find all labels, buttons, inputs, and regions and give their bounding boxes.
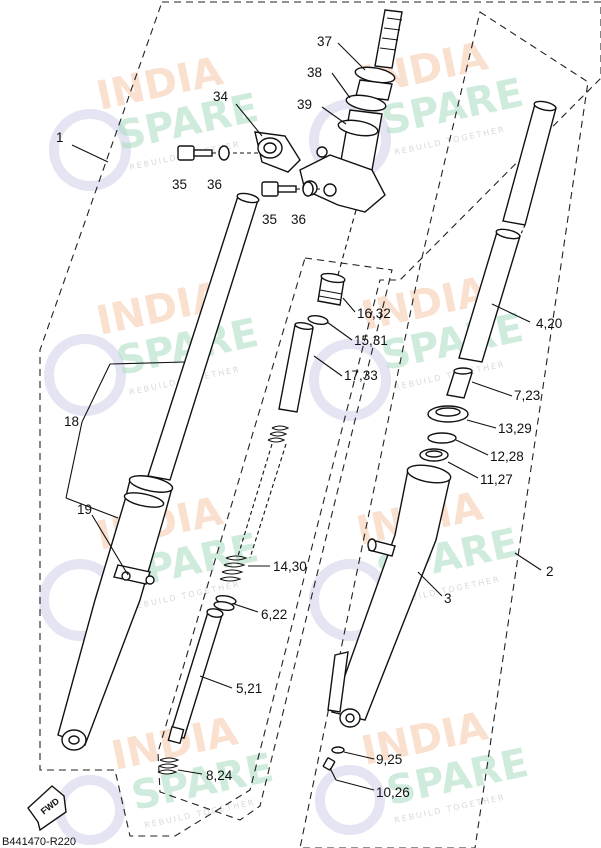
steering-stem xyxy=(254,9,403,276)
callout-35-lower: 35 xyxy=(262,212,277,227)
bolt-35-lower xyxy=(261,181,320,197)
fork-spring-upper xyxy=(237,425,290,559)
gasket-9 xyxy=(331,746,345,754)
bushing-7 xyxy=(446,367,473,399)
callout-10-26: 10,26 xyxy=(376,785,410,800)
watermark-logo-icon xyxy=(49,109,131,191)
outer-tube-3 xyxy=(327,464,452,728)
callout-37: 37 xyxy=(317,34,332,49)
callout-36-upper: 36 xyxy=(207,177,222,192)
callout-9-25: 9,25 xyxy=(376,752,402,767)
rebound-spring-8 xyxy=(157,757,180,775)
callout-8-24: 8,24 xyxy=(206,768,233,783)
watermark-1: INDIA SPARE REBUILD TOGETHER xyxy=(49,48,262,191)
piston-ring-6 xyxy=(213,594,237,612)
damper-rod-5 xyxy=(167,608,224,745)
callout-18: 18 xyxy=(64,414,79,429)
oil-seal-13 xyxy=(427,405,469,423)
callout-34: 34 xyxy=(213,89,229,104)
watermark-logo-icon xyxy=(309,339,391,421)
callout-35-upper: 35 xyxy=(172,177,187,192)
watermark-logo-icon xyxy=(315,765,385,835)
callout-38: 38 xyxy=(307,65,322,80)
callout-11-27: 11,27 xyxy=(480,472,513,487)
assembly-boundary-inner xyxy=(157,257,393,821)
fwd-arrow-icon xyxy=(27,785,67,832)
callout-2: 2 xyxy=(546,564,554,579)
clip-12 xyxy=(427,432,457,444)
left-outer-tube xyxy=(57,475,174,751)
callout-1: 1 xyxy=(56,130,64,145)
callout-14-30: 14,30 xyxy=(273,559,307,574)
left-inner-tube xyxy=(147,192,260,481)
callout-13-29: 13,29 xyxy=(498,421,532,436)
fwd-direction-badge: FWD xyxy=(27,785,67,832)
bolt-35-upper xyxy=(177,145,258,161)
callout-12-28: 12,28 xyxy=(490,449,524,464)
callout-36-lower: 36 xyxy=(291,212,306,227)
diagram-code: B441470-R220 xyxy=(2,836,76,848)
callout-7-23: 7,23 xyxy=(514,388,540,403)
callout-16-32: 16,32 xyxy=(357,306,391,321)
watermark-3: INDIA SPARE REBUILD TOGETHER xyxy=(44,273,262,416)
washer-11 xyxy=(419,448,449,462)
fork-spring-14 xyxy=(219,555,248,582)
callout-6-22: 6,22 xyxy=(261,607,287,622)
spacer-17 xyxy=(278,321,314,413)
callout-5-21: 5,21 xyxy=(236,681,262,696)
bolt-10 xyxy=(322,757,337,781)
callout-15-31: 15,31 xyxy=(354,333,388,348)
callout-3: 3 xyxy=(444,591,452,606)
callout-17-33: 17,33 xyxy=(344,368,378,383)
cap-bolt-16 xyxy=(317,272,346,306)
watermark-logo-icon xyxy=(55,775,125,845)
callout-4-20: 4,20 xyxy=(536,316,562,331)
leader-lines xyxy=(65,42,542,791)
o-ring-15 xyxy=(307,314,329,326)
callout-39: 39 xyxy=(297,97,312,112)
callout-19: 19 xyxy=(77,502,92,517)
watermark-logo-icon xyxy=(44,334,126,416)
inner-tube-4 xyxy=(458,100,557,363)
